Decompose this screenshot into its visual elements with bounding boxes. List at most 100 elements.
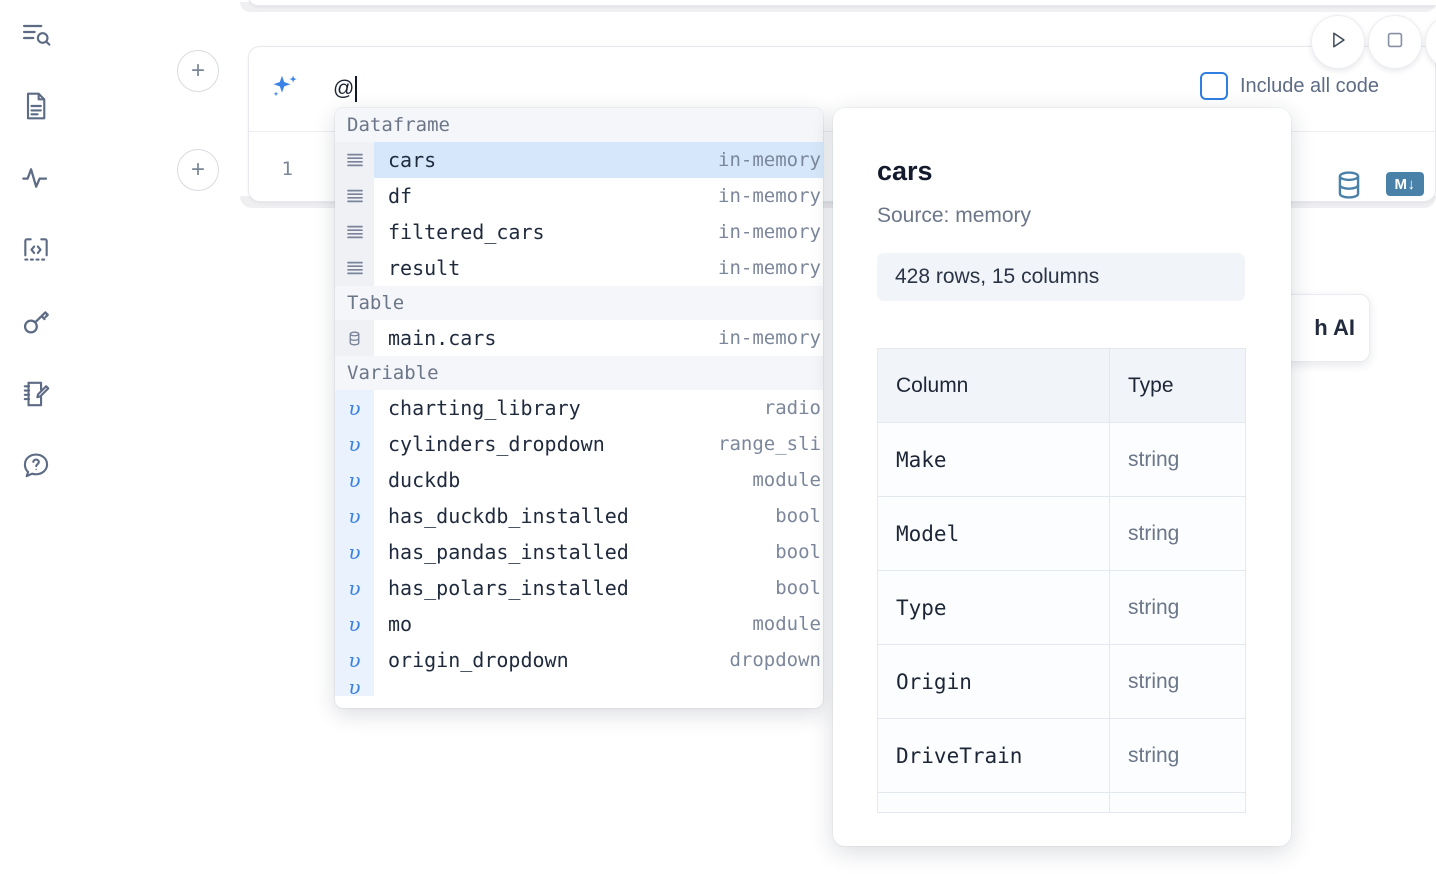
add-cell-button-above[interactable]: + <box>177 50 219 92</box>
sidebar-item-activity[interactable] <box>14 156 58 200</box>
autocomplete-item-cars[interactable]: cars in-memory <box>335 142 823 178</box>
include-all-code-row[interactable]: Include all code <box>1200 72 1379 100</box>
autocomplete-item-label: has_duckdb_installed <box>388 504 629 528</box>
autocomplete-item-meta: bool <box>775 541 821 563</box>
autocomplete-item-meta: module <box>752 469 821 491</box>
autocomplete-item-charting-library[interactable]: υ charting_library radio <box>335 390 823 426</box>
ai-prompt-input[interactable]: @ <box>333 69 1173 109</box>
dataframe-detail-panel: cars Source: memory 428 rows, 15 columns… <box>833 108 1291 846</box>
outline-search-icon <box>20 18 52 50</box>
variable-upsilon-icon: υ <box>335 498 374 534</box>
cell-above <box>248 0 1436 6</box>
autocomplete-item-has-duckdb-installed[interactable]: υ has_duckdb_installed bool <box>335 498 823 534</box>
left-sidebar-rail <box>0 0 70 874</box>
autocomplete-item-label: main.cars <box>388 326 497 350</box>
sidebar-item-explore[interactable] <box>14 12 58 56</box>
table-row: Origin string <box>877 644 1246 719</box>
autocomplete-item-result[interactable]: result in-memory <box>335 250 823 286</box>
sidebar-item-secrets[interactable] <box>14 300 58 344</box>
stop-square-icon <box>1384 29 1406 56</box>
variable-upsilon-icon: υ <box>335 570 374 606</box>
table-header-row: Column Type <box>877 348 1246 423</box>
autocomplete-item-origin-dropdown[interactable]: υ origin_dropdown dropdown <box>335 642 823 678</box>
dataframe-rows-icon <box>335 250 374 286</box>
autocomplete-item-meta: in-memory <box>718 149 821 171</box>
cell-column-type: string <box>1109 422 1246 497</box>
key-icon <box>20 306 52 338</box>
sidebar-item-scratchpad[interactable] <box>14 372 58 416</box>
help-chat-icon <box>20 450 52 482</box>
autocomplete-item-duckdb[interactable]: υ duckdb module <box>335 462 823 498</box>
variable-upsilon-icon: υ <box>335 678 374 696</box>
autocomplete-item-label: df <box>388 184 413 208</box>
database-icon[interactable] <box>1332 168 1366 207</box>
run-button[interactable] <box>1311 15 1365 69</box>
line-number: 1 <box>281 158 293 180</box>
variable-upsilon-icon: υ <box>335 606 374 642</box>
dataframe-rows-icon <box>335 178 374 214</box>
activity-pulse-icon <box>20 162 52 194</box>
variable-upsilon-icon: υ <box>335 426 374 462</box>
schema-table: Column Type Make string Model string Typ… <box>877 348 1246 813</box>
autocomplete-item-label: result <box>388 256 461 280</box>
autocomplete-group-header: Table <box>335 286 823 320</box>
sidebar-item-files[interactable] <box>14 84 58 128</box>
cell-column-name: Type <box>877 570 1110 645</box>
play-icon <box>1327 29 1349 56</box>
variable-upsilon-icon: υ <box>335 642 374 678</box>
autocomplete-item-has-polars-installed[interactable]: υ has_polars_installed bool <box>335 570 823 606</box>
text-caret <box>355 76 358 102</box>
cell-column-name: Make <box>877 422 1110 497</box>
file-document-icon <box>20 90 52 122</box>
cell-column-name <box>877 792 1110 813</box>
autocomplete-item-meta: bool <box>775 577 821 599</box>
sidebar-item-snippets[interactable] <box>14 228 58 272</box>
plus-icon: + <box>190 57 205 84</box>
stop-button[interactable] <box>1368 15 1422 69</box>
include-all-code-checkbox[interactable] <box>1200 72 1228 100</box>
autocomplete-item-meta: in-memory <box>718 221 821 243</box>
autocomplete-item-label: has_pandas_installed <box>388 540 629 564</box>
cell-column-type: string <box>1109 496 1246 571</box>
autocomplete-item-meta: bool <box>775 505 821 527</box>
cell-column-type: string <box>1109 570 1246 645</box>
autocomplete-item-label: cars <box>388 148 437 172</box>
autocomplete-group-header: Dataframe <box>335 108 823 142</box>
autocomplete-item-clipped[interactable]: υ <box>335 678 823 696</box>
autocomplete-group-header: Variable <box>335 356 823 390</box>
autocomplete-item-filtered-cars[interactable]: filtered_cars in-memory <box>335 214 823 250</box>
variable-upsilon-icon: υ <box>335 462 374 498</box>
table-row: Model string <box>877 496 1246 571</box>
dataframe-rows-icon <box>335 214 374 250</box>
cell-column-type: string <box>1109 718 1246 793</box>
sparkles-icon <box>267 71 303 107</box>
autocomplete-item-label: filtered_cars <box>388 220 545 244</box>
autocomplete-item-meta: in-memory <box>718 257 821 279</box>
cell-column-name: Origin <box>877 644 1110 719</box>
dataframe-rows-icon <box>335 142 374 178</box>
detail-shape-badge: 428 rows, 15 columns <box>877 253 1245 301</box>
autocomplete-item-mo[interactable]: υ mo module <box>335 606 823 642</box>
autocomplete-item-label: duckdb <box>388 468 461 492</box>
add-cell-button-below[interactable]: + <box>177 149 219 191</box>
cell-above-shadow <box>240 2 1436 12</box>
autocomplete-item-main-cars[interactable]: main.cars in-memory <box>335 320 823 356</box>
detail-source: Source: memory <box>877 204 1032 227</box>
autocomplete-item-label: charting_library <box>388 396 581 420</box>
autocomplete-item-df[interactable]: df in-memory <box>335 178 823 214</box>
autocomplete-item-meta: module <box>752 613 821 635</box>
autocomplete-item-has-pandas-installed[interactable]: υ has_pandas_installed bool <box>335 534 823 570</box>
ai-prompt-value: @ <box>333 77 355 100</box>
markdown-badge[interactable]: M↓ <box>1386 172 1424 196</box>
sidebar-item-help[interactable] <box>14 444 58 488</box>
autocomplete-item-meta: in-memory <box>718 185 821 207</box>
table-row: DriveTrain string <box>877 718 1246 793</box>
context-autocomplete-dropdown[interactable]: Dataframe cars in-memory df in-memory <box>335 108 823 708</box>
autocomplete-item-cylinders-dropdown[interactable]: υ cylinders_dropdown range_sli <box>335 426 823 462</box>
code-cell-body[interactable]: 1 <box>249 132 1435 202</box>
cell-column-name: DriveTrain <box>877 718 1110 793</box>
autocomplete-item-meta: radio <box>763 397 821 419</box>
include-all-code-label: Include all code <box>1240 74 1379 97</box>
autocomplete-item-meta: in-memory <box>718 327 821 349</box>
